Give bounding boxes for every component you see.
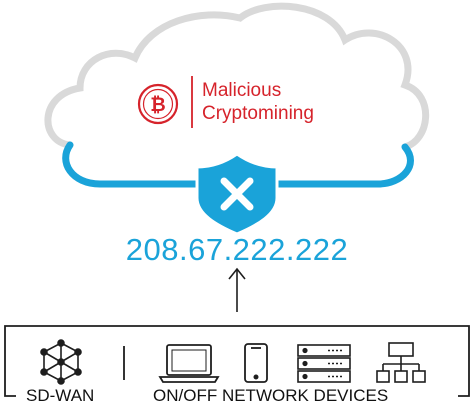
devices-label: ON/OFF NETWORK DEVICES: [147, 386, 395, 406]
server-rack-icon: [297, 344, 351, 383]
ip-address: 208.67.222.222: [125, 232, 349, 267]
svg-text:₿: ₿: [150, 95, 165, 116]
up-arrow-icon: [228, 267, 246, 312]
bitcoin-coin-icon: ₿: [137, 83, 179, 125]
network-hierarchy-icon: [376, 342, 426, 383]
sdwan-mesh-icon: [40, 339, 82, 385]
threat-label-line2: Cryptomining: [202, 103, 314, 124]
threat-label-line1: Malicious: [202, 80, 282, 101]
laptop-icon: [158, 344, 220, 383]
sdwan-label: SD-WAN: [20, 386, 101, 406]
smartphone-icon: [244, 343, 268, 383]
devices-box: [4, 325, 470, 397]
shield-x-icon: [195, 152, 279, 236]
cloud-outline: [44, 2, 430, 151]
